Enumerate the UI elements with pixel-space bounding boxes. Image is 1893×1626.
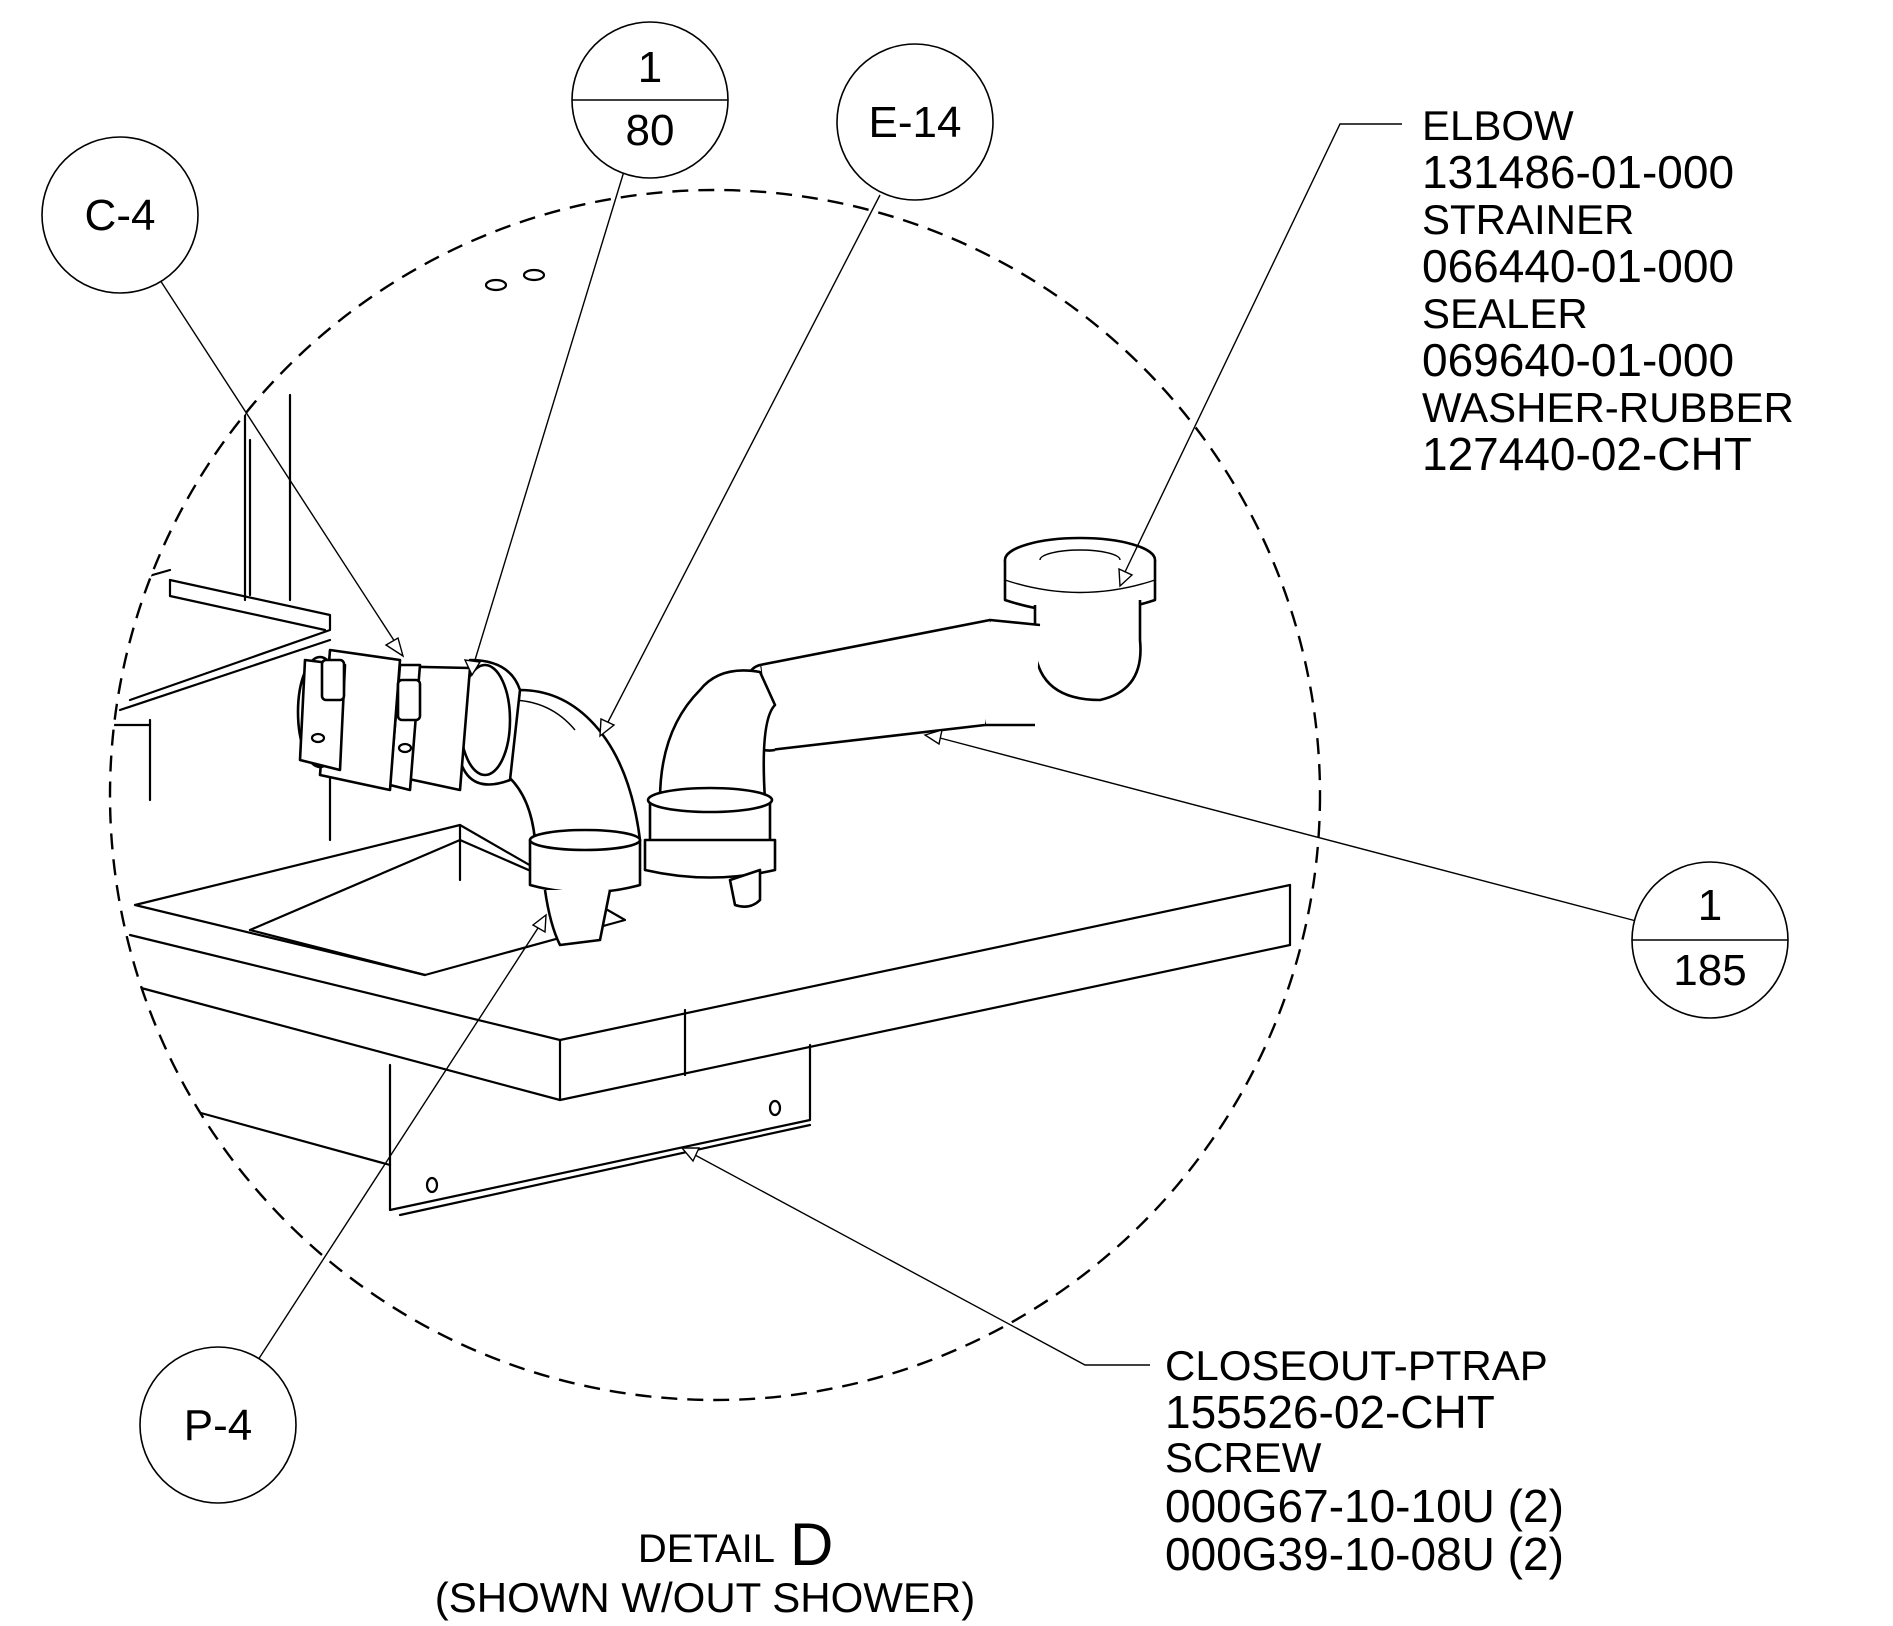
- mount-hole: [484, 278, 508, 292]
- couplings: [296, 648, 522, 792]
- arrowhead: [1118, 567, 1134, 588]
- bubble-ref-1-80: 1 80: [571, 21, 729, 179]
- callout-line: 155526-02-CHT: [1165, 1386, 1495, 1438]
- arrowhead: [923, 728, 943, 746]
- callout-line: 066440-01-000: [1422, 240, 1734, 292]
- mount-hole: [522, 268, 546, 282]
- callout-closeout-parts: CLOSEOUT-PTRAP 155526-02-CHT SCREW 000G6…: [1165, 1342, 1564, 1580]
- bubble-c4: C-4: [41, 136, 199, 294]
- arrowhead: [384, 636, 405, 658]
- callout-line: CLOSEOUT-PTRAP: [1165, 1342, 1548, 1389]
- sink-basin: [133, 823, 627, 977]
- bubble-ref-1-80-top: 1: [638, 43, 662, 92]
- callout-line: SCREW: [1165, 1434, 1322, 1481]
- arrowhead: [680, 1147, 701, 1163]
- ptrap-elbow-main: [498, 688, 642, 947]
- callout-line: SEALER: [1422, 290, 1588, 337]
- bubble-ref-1-80-bottom: 80: [626, 106, 675, 155]
- countertop: [128, 883, 1292, 1102]
- bubble-p4-label: P-4: [184, 1401, 252, 1450]
- cabinet-wall: [110, 393, 332, 842]
- bubble-e14-label: E-14: [869, 98, 962, 147]
- bubble-e14: E-14: [836, 43, 994, 201]
- detail-boundary-circle: [108, 188, 1322, 1402]
- callout-line: ELBOW: [1422, 102, 1574, 149]
- bubble-ref-1-185: 1 185: [1631, 861, 1789, 1019]
- horizontal-pipe: [742, 618, 1041, 752]
- strainer: [1003, 536, 1157, 702]
- callout-line: 069640-01-000: [1422, 334, 1734, 386]
- bubble-c4-label: C-4: [85, 191, 156, 240]
- callout-line: 131486-01-000: [1422, 146, 1734, 198]
- callout-line: 127440-02-CHT: [1422, 428, 1752, 480]
- bubble-p4: P-4: [139, 1346, 297, 1504]
- closeout-panel: [188, 1043, 812, 1217]
- bubble-ref-1-185-top: 1: [1698, 881, 1722, 930]
- callout-line: 000G67-10-10U (2): [1165, 1480, 1564, 1532]
- callout-line: STRAINER: [1422, 196, 1634, 243]
- detail-word: DETAIL: [638, 1527, 775, 1571]
- detail-letter: D: [790, 1511, 833, 1578]
- callout-line: 000G39-10-08U (2): [1165, 1528, 1564, 1580]
- callout-line: WASHER-RUBBER: [1422, 384, 1794, 431]
- detail-subtitle: (SHOWN W/OUT SHOWER): [435, 1574, 976, 1621]
- arrowhead: [463, 659, 482, 677]
- arrowhead: [599, 717, 616, 738]
- callout-elbow-parts: ELBOW 131486-01-000 STRAINER 066440-01-0…: [1422, 102, 1794, 480]
- detail-title: DETAIL D (SHOWN W/OUT SHOWER): [435, 1511, 976, 1621]
- bubble-ref-1-185-bottom: 185: [1673, 946, 1746, 995]
- leader-lines: [159, 123, 1641, 1366]
- ptrap-elbow-right: [643, 669, 777, 908]
- arrowhead: [531, 913, 547, 934]
- isometric-drawing: [110, 268, 1292, 1217]
